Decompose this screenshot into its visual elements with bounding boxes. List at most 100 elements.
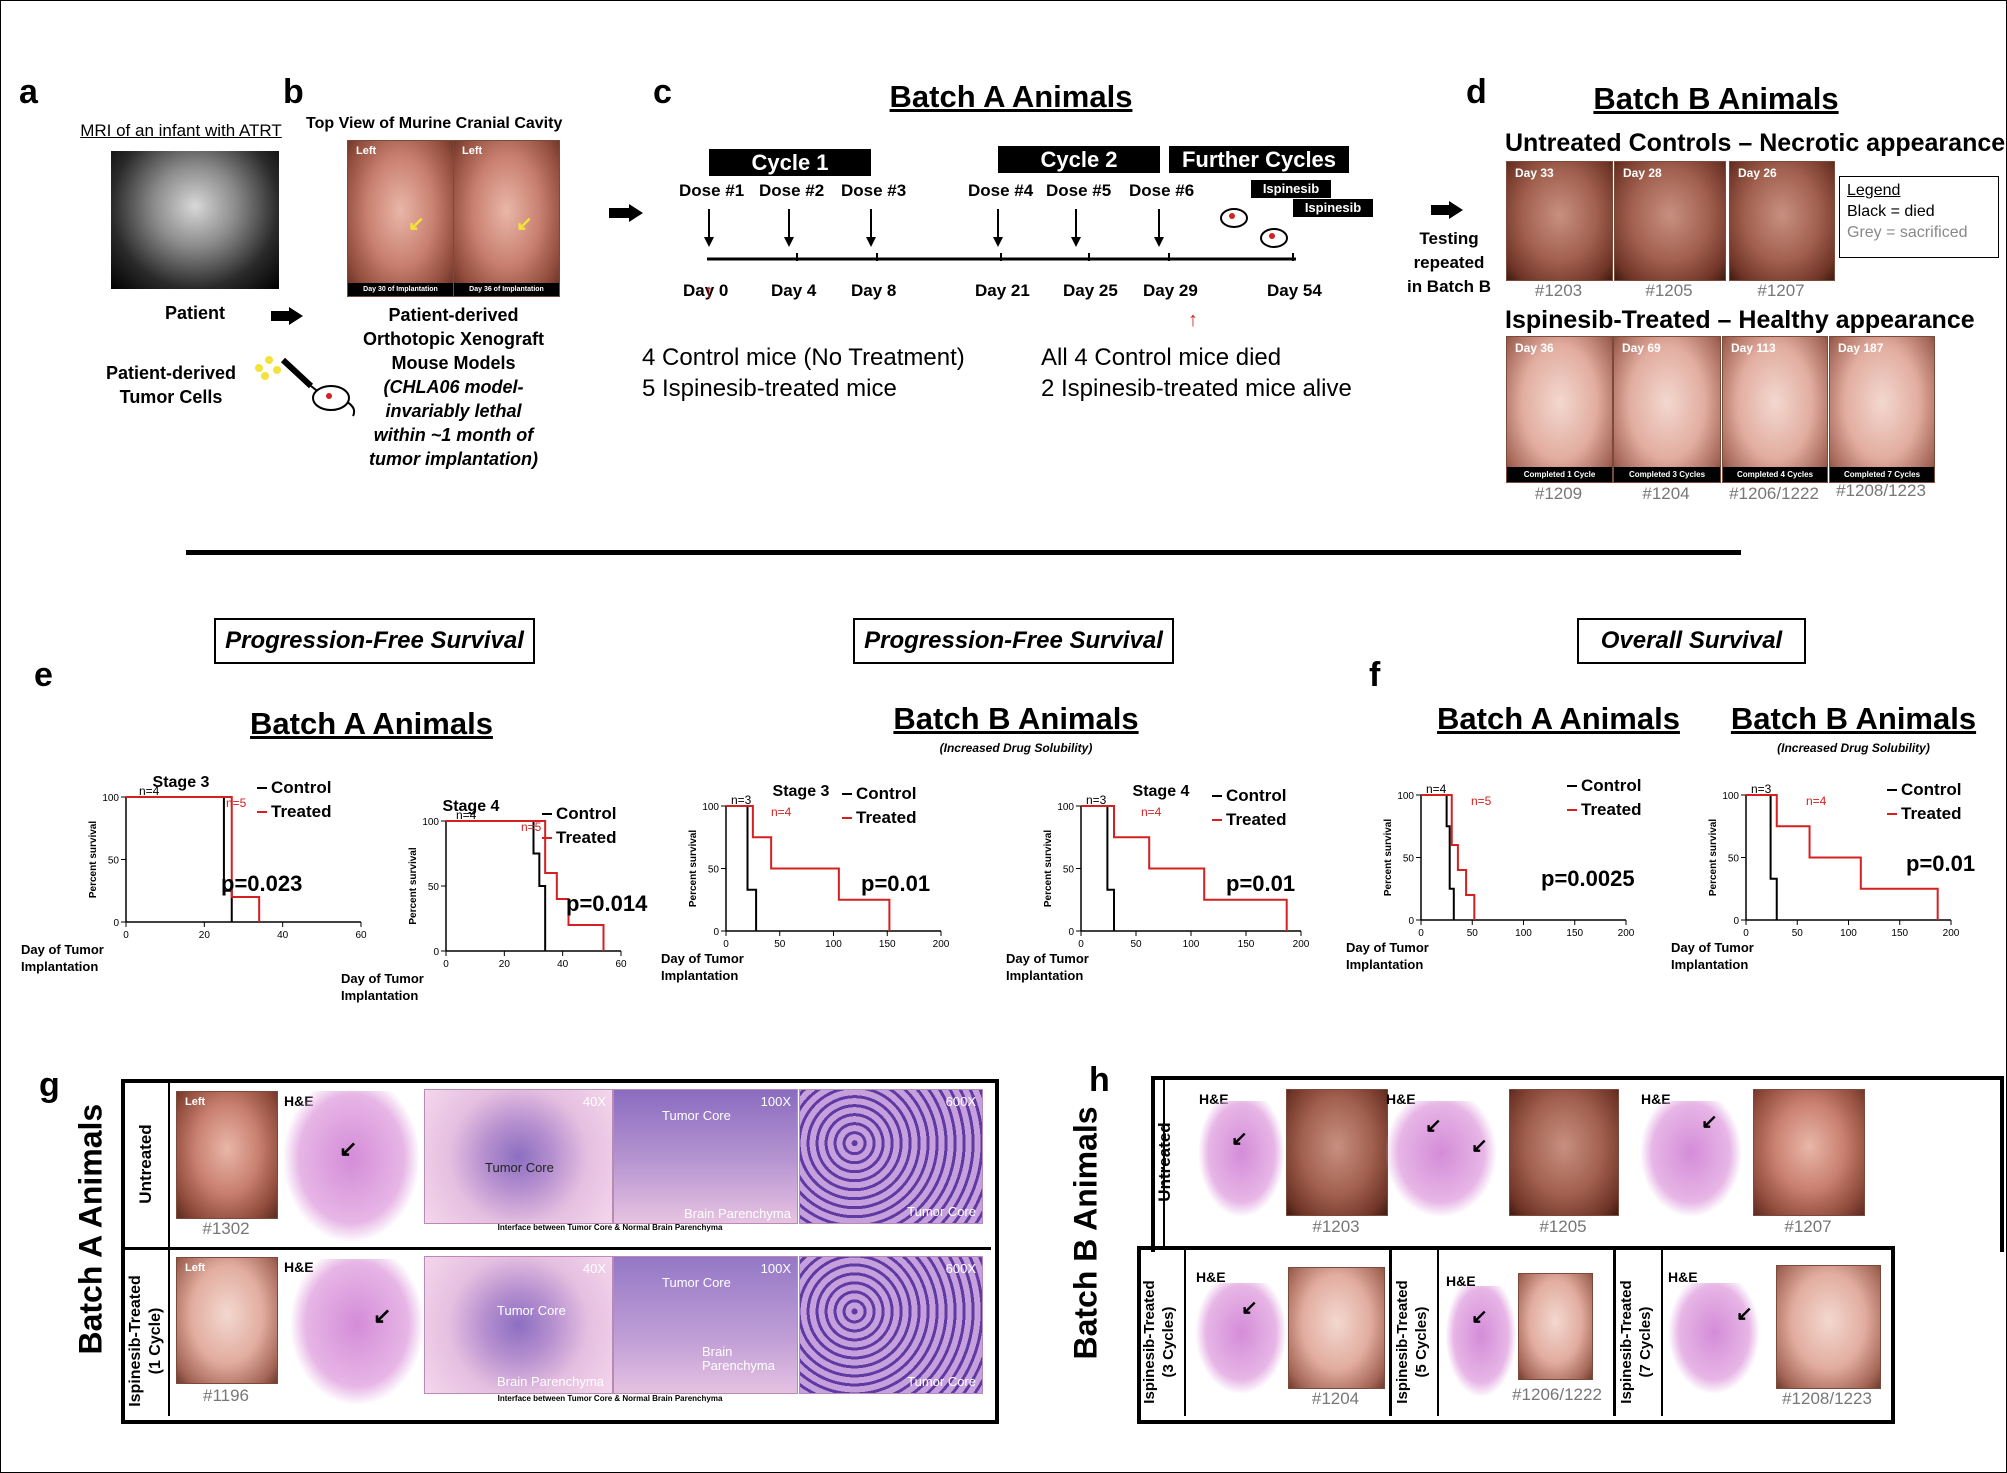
- h-brain-1206: [1518, 1273, 1593, 1380]
- x-tick-label: 200: [1943, 928, 1960, 939]
- y-tick-label: 50: [108, 856, 120, 867]
- legend-black: Black = died: [1847, 203, 1935, 220]
- tumor-core-label: Tumor Core: [485, 1160, 554, 1175]
- y-tick-label: 100: [1057, 802, 1074, 813]
- further-cycles-bar: Further Cycles: [1169, 146, 1349, 173]
- h-side-label: Batch B Animals: [1067, 1106, 1104, 1360]
- y-tick-label: 0: [713, 927, 719, 938]
- f-batch-b-subtitle: (Increased Drug Solubility): [1777, 741, 1930, 755]
- arrow-b-to-c-head: [629, 204, 643, 222]
- mag-label: 600X: [945, 1261, 976, 1276]
- dose-arrowhead: [866, 237, 876, 247]
- chart-title: Stage 4: [1133, 783, 1190, 800]
- untreated-id-1: #1203: [1534, 281, 1583, 300]
- series-line-treated: [126, 796, 261, 922]
- series-line-control: [1421, 794, 1455, 920]
- p-value: p=0.014: [566, 891, 648, 916]
- tumor-core-label: Tumor Core: [662, 1108, 731, 1123]
- h-treated-frame: [1137, 1246, 1895, 1424]
- photo-tag: Left: [185, 1096, 206, 1108]
- dose-arrowhead: [1154, 237, 1164, 247]
- n-label: n=3: [731, 793, 752, 807]
- x-tick-label: 0: [443, 959, 449, 970]
- y-tick-label: 100: [1722, 791, 1739, 802]
- legend-entry: Treated: [1226, 810, 1286, 829]
- panel-a-title: MRI of an infant with ATRT: [80, 121, 282, 140]
- treated-title: Ispinesib-Treated – Healthy appearance: [1505, 306, 1975, 334]
- y-tick-label: 0: [1408, 916, 1414, 927]
- untreated-controls-title: Untreated Controls – Necrotic appearance: [1505, 129, 2006, 157]
- h-he-1205: [1386, 1101, 1496, 1216]
- legend-entry: Treated: [1901, 804, 1961, 823]
- legend-entry: Control: [1581, 776, 1641, 795]
- y-tick-label: 100: [422, 817, 439, 828]
- x-tick-label: 0: [1743, 928, 1749, 939]
- day-label: Day 4: [771, 281, 817, 300]
- x-tick-label: 20: [499, 959, 511, 970]
- n-label: n=4: [1426, 782, 1447, 796]
- g-side-label: Batch A Animals: [72, 1103, 109, 1355]
- legend-entry: Treated: [271, 802, 331, 821]
- g-histo-100x-untreated: 100X Tumor Core Brain Parenchyma: [613, 1089, 798, 1224]
- g-histo-600x-untreated: 600X Tumor Core: [799, 1089, 983, 1224]
- n-label: n=5: [521, 820, 542, 834]
- treated-id-2: #1204: [1642, 484, 1690, 503]
- tumor-core-label: Tumor Core: [497, 1303, 566, 1318]
- series-line-treated: [1081, 805, 1288, 931]
- h-brain-1203: [1286, 1089, 1388, 1216]
- os-box: Overall Survival: [1577, 618, 1806, 664]
- y-axis-label: Percent survival: [1383, 819, 1394, 896]
- dose-label: Dose #1: [679, 181, 745, 200]
- h-id-1205: #1205: [1539, 1217, 1587, 1236]
- untreated-photo-2: Day 28: [1614, 161, 1726, 281]
- y-axis-label: Percent survival: [1043, 830, 1054, 907]
- photo-tag: Left: [185, 1262, 206, 1274]
- day-tag: Day 33: [1515, 166, 1554, 180]
- g-row1-label: Untreated: [136, 1124, 155, 1204]
- y-tick-label: 50: [428, 882, 440, 893]
- h-id-1204: #1204: [1311, 1389, 1360, 1408]
- black-arrow-icon: ↙: [1231, 1128, 1248, 1150]
- day-tag: Day 187: [1838, 341, 1884, 355]
- series-line-control: [726, 805, 758, 931]
- interface-caption-1: Interface between Tumor Core & Normal Br…: [497, 1223, 723, 1232]
- h-he-1203: [1199, 1101, 1284, 1216]
- x-tick-label: 100: [1183, 939, 1200, 950]
- panel-g-frame: [121, 1079, 999, 1424]
- chart-title: Stage 4: [443, 798, 500, 815]
- g-id-1302: #1302: [202, 1219, 250, 1238]
- photo-tag: Left: [356, 145, 377, 157]
- x-tick-label: 0: [1418, 928, 1424, 939]
- dose-label: Dose #6: [1129, 181, 1195, 200]
- treated-alive-note: 2 Ispinesib-treated mice alive: [1041, 375, 1352, 402]
- black-arrow-icon: ↙: [1241, 1297, 1258, 1319]
- panel-d-title: Batch B Animals: [1593, 81, 1839, 116]
- series-line-treated: [1421, 794, 1476, 920]
- black-arrow-icon: ↙: [1701, 1111, 1718, 1133]
- x-tick-label: 60: [615, 959, 627, 970]
- x-tick-label: 100: [1840, 928, 1857, 939]
- h-treated-label-7cycles: Ispinesib-Treated (7 Cycles): [1618, 1280, 1654, 1404]
- dosing-timeline: [704, 209, 1296, 261]
- black-arrow-icon: ↙: [1425, 1115, 1442, 1137]
- n-label: n=3: [1751, 782, 1772, 796]
- cycles-caption: Completed 7 Cycles: [1830, 467, 1934, 482]
- x-tick-label: 50: [774, 939, 786, 950]
- y-tick-label: 0: [1733, 916, 1739, 927]
- day-tag: Day 113: [1731, 341, 1776, 355]
- untreated-id-2: #1205: [1645, 281, 1693, 300]
- black-arrow-icon: ↙: [1471, 1135, 1488, 1157]
- section-divider: [186, 550, 1741, 555]
- x-tick-label: 150: [1566, 928, 1583, 939]
- panel-c-title: Batch A Animals: [889, 79, 1133, 114]
- h-treated-label-5cycles: Ispinesib-Treated (5 Cycles): [1394, 1280, 1430, 1404]
